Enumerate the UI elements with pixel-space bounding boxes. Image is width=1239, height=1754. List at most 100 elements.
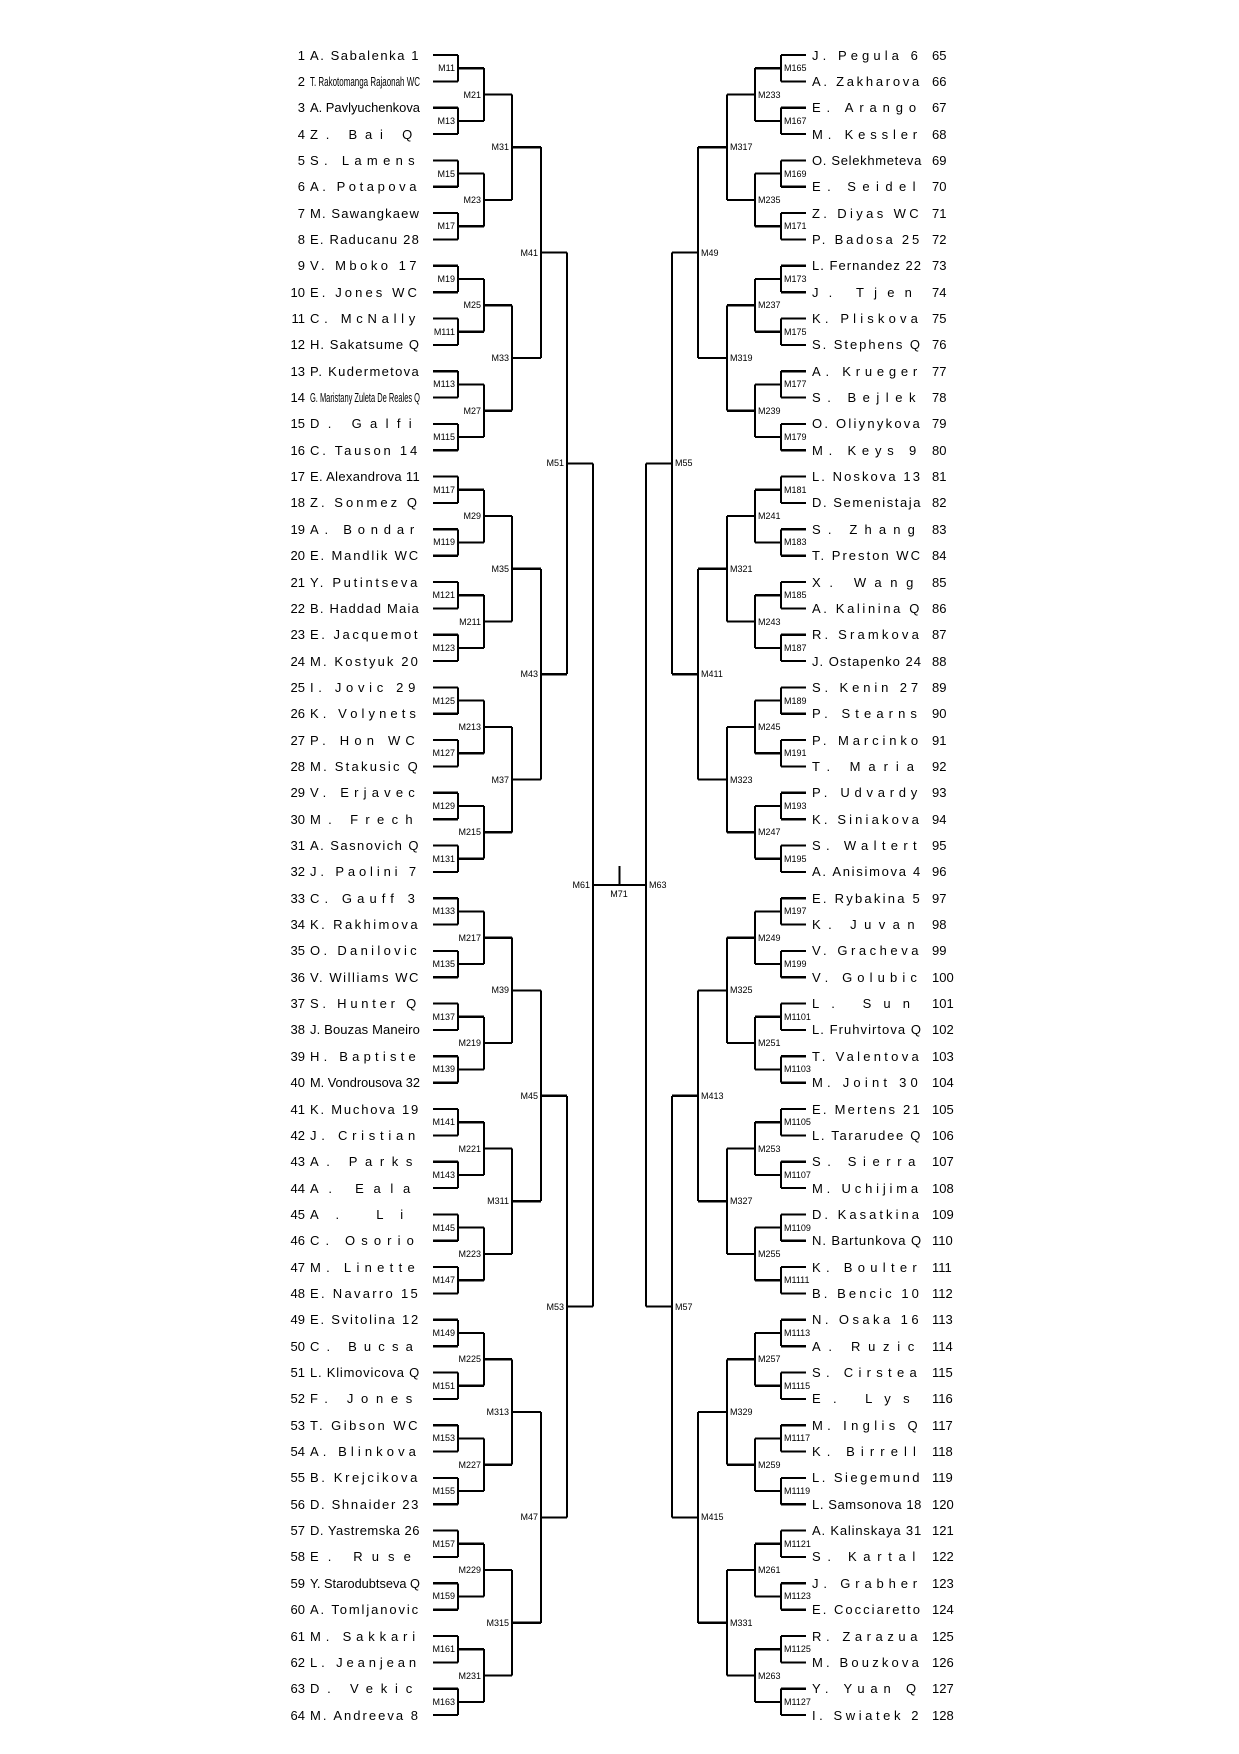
player-name: M. Frech [310,811,420,827]
player-number: 37 [290,996,305,1012]
player-name: K. Siniakova [812,811,922,827]
match-label: M137 [432,1011,455,1022]
player-name: Z. Diyas WC [812,205,922,221]
match-label: M251 [758,1038,781,1049]
player-number: 22 [290,600,305,616]
player-number: 57 [290,1523,305,1539]
player-name: P. Marcinko [812,732,922,748]
player-name: A. Krueger [812,363,922,379]
player-name: V. Erjavec [310,785,420,801]
player-number: 101 [932,996,954,1012]
player-number: 17 [290,469,305,485]
player-name: L. Klimovicova Q [310,1365,420,1380]
player-name: E. Raducanu 28 [310,231,420,247]
player-number: 111 [932,1259,952,1275]
player-name: S. Kenin 27 [812,679,922,695]
player-name: E. Jacquemot [310,627,420,643]
player-name: L. Fruhvirtova Q [812,1022,922,1038]
player-number: 12 [290,337,305,353]
player-number: 31 [290,838,305,853]
player-name: M. Linette [310,1259,420,1275]
player-number: 36 [290,969,305,985]
player-number: 16 [290,442,305,458]
player-number: 7 [297,205,305,221]
match-label: M155 [432,1486,455,1497]
match-label: M141 [432,1117,455,1128]
player-name: K. Birrell [812,1444,922,1460]
player-number: 29 [290,785,305,801]
player-name: M. Sakkari [310,1628,420,1644]
match-label: M1107 [784,1169,811,1180]
player-number: 5 [297,152,305,168]
player-name: H. Sakatsume Q [310,337,420,353]
match-label: M33 [491,353,509,364]
player-number: 127 [932,1681,954,1697]
player-name: S. Lamens [310,152,420,168]
player-number: 71 [932,205,947,221]
player-number: 41 [290,1101,305,1117]
player-name: E. Arango [812,100,922,116]
player-number: 53 [290,1417,305,1433]
match-label: M241 [758,511,781,522]
player-name: H. Baptiste [310,1048,420,1064]
player-name: E. Mandlik WC [310,548,420,564]
player-number: 81 [932,469,947,485]
player-number: 33 [290,890,305,906]
match-label: M223 [458,1248,481,1259]
player-name: A. Zakharova [812,73,922,89]
match-label: M171 [784,221,807,232]
match-label: M1123 [784,1591,811,1602]
player-name: A. Bondar [310,521,420,537]
player-number: 88 [932,653,947,669]
match-label: M189 [784,695,807,706]
player-number: 106 [932,1127,954,1143]
player-name: L. Jeanjean [310,1654,420,1670]
player-name: Y. Yuan Q [812,1681,922,1697]
player-number: 50 [290,1338,305,1354]
match-label: M161 [432,1644,455,1655]
match-label: M229 [458,1565,481,1576]
player-name: T. Rakotomanga Rajaonah WC [310,73,420,89]
match-label: M145 [432,1222,455,1233]
player-name: A. Pavlyuchenkova [310,100,420,116]
player-number: 128 [932,1707,954,1723]
player-number: 75 [932,311,947,326]
player-number: 2 [297,73,305,89]
player-number: 112 [932,1285,953,1301]
match-label: M27 [463,405,481,416]
player-number: 74 [932,284,947,300]
player-number: 32 [290,864,305,880]
player-number: 23 [290,627,305,643]
player-name: T. Gibson WC [310,1417,420,1433]
match-label: M143 [432,1169,455,1180]
player-number: 59 [290,1575,305,1591]
match-label: M1117 [784,1433,811,1444]
match-label: M313 [486,1407,509,1418]
player-name: M. Andreeva 8 [310,1707,420,1723]
match-label: M255 [758,1248,781,1259]
player-number: 105 [932,1101,954,1117]
match-label: M231 [458,1670,481,1681]
match-label: M43 [520,669,538,680]
match-label: M41 [520,247,538,258]
match-label: M139 [432,1064,455,1075]
player-number: 121 [932,1523,954,1539]
match-label: M1115 [784,1380,811,1391]
player-name: A. Sasnovich Q [310,838,420,853]
match-label: M119 [433,537,455,548]
player-name: K. Muchova 19 [310,1101,420,1117]
match-label: M113 [433,379,455,390]
player-name: D. Kasatkina [812,1206,922,1222]
match-label: M125 [432,695,455,706]
player-number: 119 [932,1470,953,1486]
player-number: 110 [932,1233,953,1249]
match-label: M53 [546,1301,564,1312]
player-number: 46 [290,1233,305,1249]
player-name: A. Parks [310,1154,420,1170]
player-number: 52 [290,1391,305,1407]
player-number: 70 [932,179,947,195]
player-name: M. Kostyuk 20 [310,653,420,669]
player-number: 6 [297,179,305,195]
match-label: M165 [784,63,807,74]
match-label: M239 [758,405,781,416]
